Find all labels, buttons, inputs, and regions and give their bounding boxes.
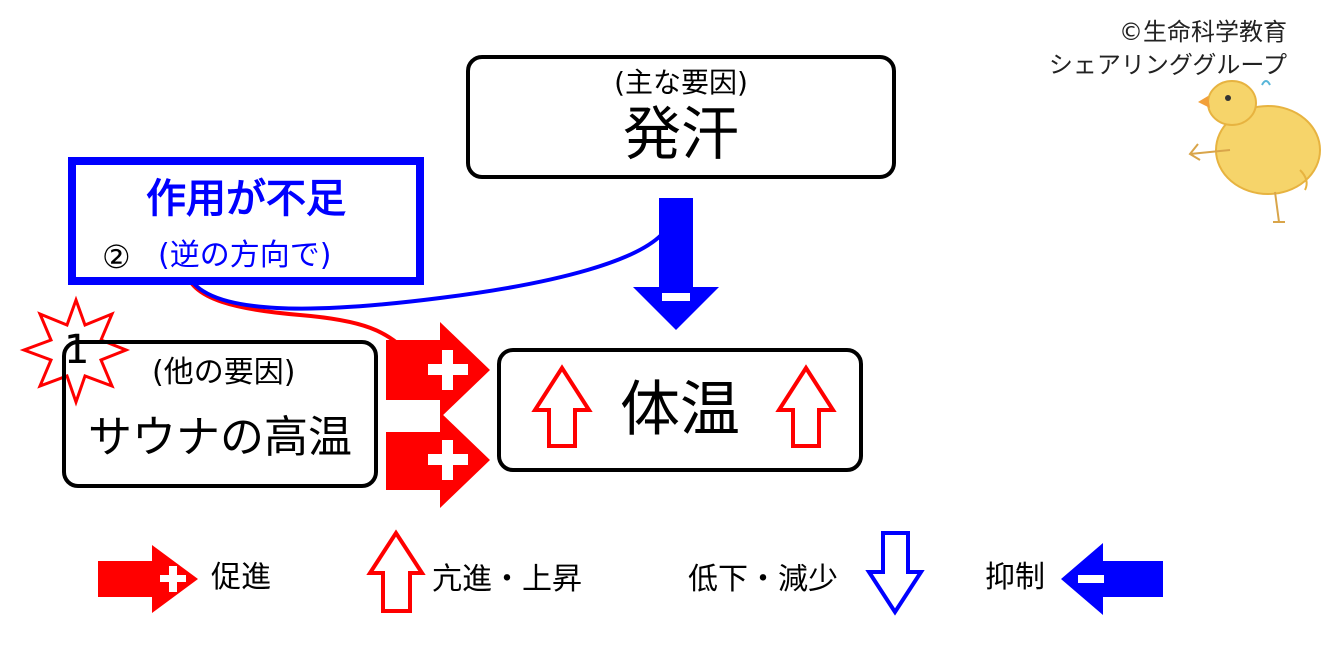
other-cause-title: サウナの高温 <box>88 412 352 463</box>
insufficient-title: 作用が不足 <box>146 176 346 222</box>
insufficient-subtitle: (逆の方向で) <box>158 238 332 273</box>
promote-arrow-top <box>386 322 490 418</box>
body-temp-box: 体温 <box>497 348 863 472</box>
legend-down-arrow-icon <box>865 531 925 616</box>
promote-arrow-bottom <box>386 412 490 508</box>
copyright-line2: シェアリンググループ <box>1048 51 1287 79</box>
legend-inhibit-arrow <box>1061 543 1163 615</box>
legend-increase-label: 亢進・上昇 <box>432 562 582 597</box>
main-cause-title: 発汗 <box>622 100 739 168</box>
up-arrow-icon-left <box>531 364 593 448</box>
legend-up-arrow-icon <box>366 529 426 613</box>
legend-promote-arrow <box>98 545 198 613</box>
minus-icon <box>662 293 690 301</box>
insufficient-action-box: 作用が不足 ② (逆の方向で) <box>68 157 424 285</box>
chick-drawing-icon <box>1188 80 1321 223</box>
legend-inhibit-label: 抑制 <box>985 560 1045 595</box>
other-cause-subtitle: (他の要因) <box>152 355 296 390</box>
legend-decrease-label: 低下・減少 <box>688 562 838 597</box>
body-temp-title: 体温 <box>620 375 740 445</box>
copyright-line1: ©生命科学教育 <box>1119 18 1287 46</box>
other-cause-badge: 1 <box>64 327 90 373</box>
legend-promote-label: 促進 <box>211 560 271 595</box>
main-cause-box: (主な要因) 発汗 <box>466 55 896 179</box>
other-cause-box: (他の要因) サウナの高温 <box>62 340 378 488</box>
main-cause-subtitle: (主な要因) <box>614 66 748 99</box>
up-arrow-icon-right <box>775 364 837 448</box>
insufficient-number: ② <box>102 238 131 276</box>
inhibit-arrow-down <box>633 198 719 330</box>
inhibit-connector-line <box>184 230 666 311</box>
